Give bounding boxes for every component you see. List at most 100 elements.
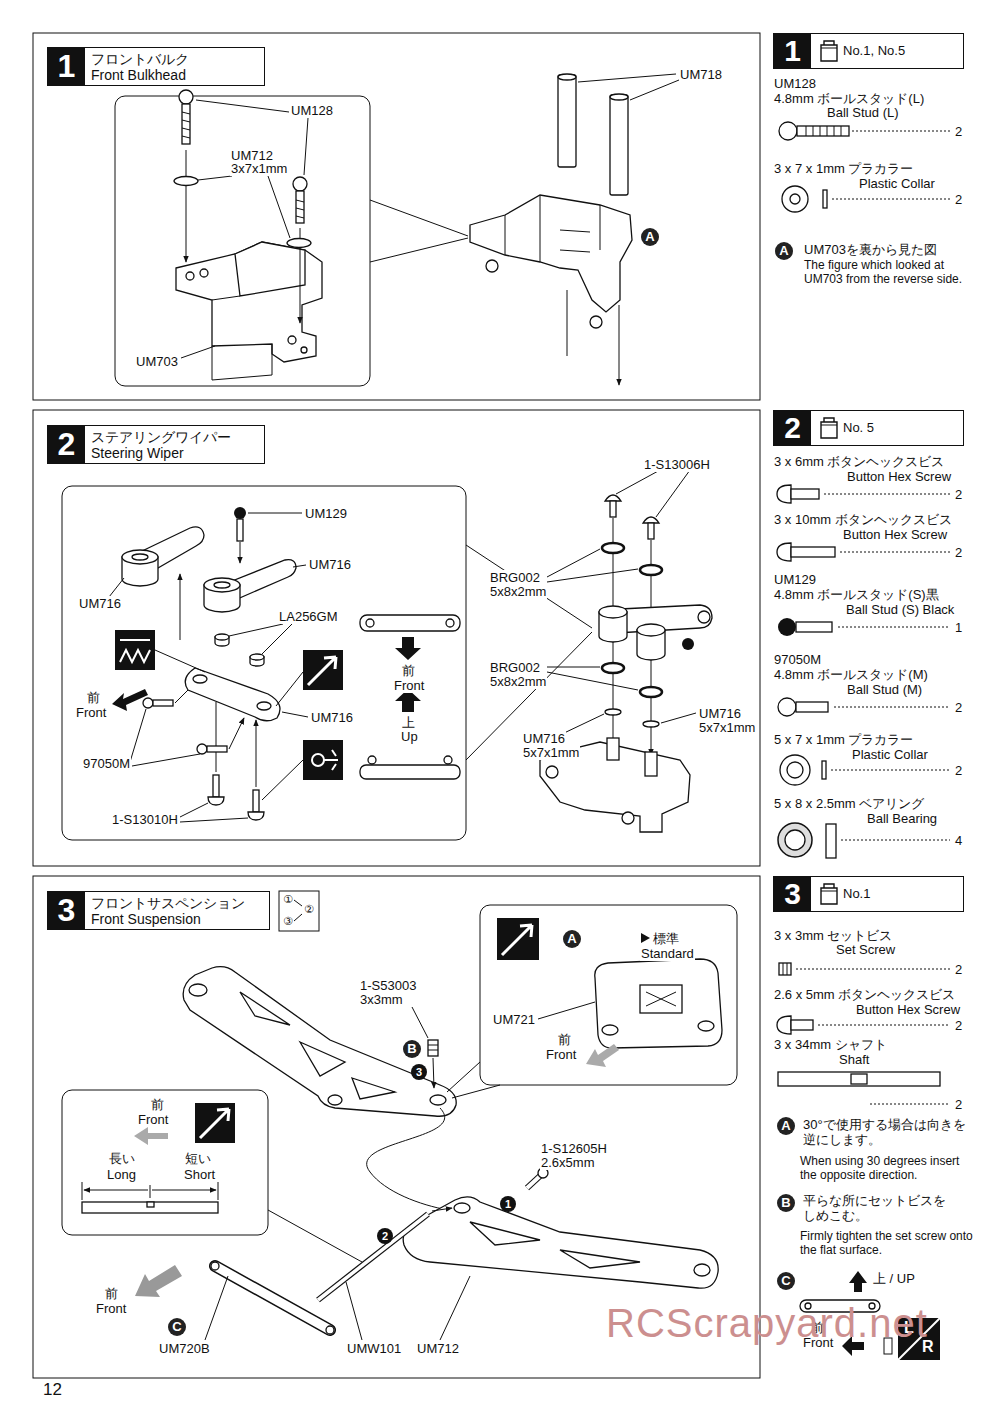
post [558, 75, 576, 167]
post-top [610, 94, 628, 100]
part-label: UMW101 [346, 1341, 402, 1356]
arm-mount [595, 959, 722, 1048]
part-label: UM129 [304, 506, 348, 521]
thread [783, 963, 787, 975]
part-label: Ball Stud (L) [826, 105, 900, 120]
order-number: ③ [283, 915, 293, 927]
quantity-line [796, 969, 950, 970]
part-label: 2 [954, 1097, 963, 1112]
direction-icon [303, 650, 343, 690]
bearing [602, 543, 624, 553]
front-arrow [586, 1044, 619, 1067]
part-label: Ball Stud (S) Black [845, 602, 955, 617]
step-title-box: 2ステアリングワイパー Steering Wiper [47, 425, 265, 464]
ball-stud-icon [779, 122, 797, 140]
ball-stud [153, 700, 173, 706]
inset-pointer [268, 1210, 362, 1262]
side-view [360, 765, 460, 779]
part-label: 2 [954, 700, 963, 715]
steering-link [185, 668, 280, 721]
part-label: 1-S12605H [540, 1141, 608, 1156]
screw-icon [791, 1020, 813, 1030]
step-title: フロントサスペンション Front Suspension [85, 892, 269, 929]
detail-inset [115, 96, 370, 386]
bulkhead-block [235, 242, 305, 296]
leader-line [578, 74, 679, 100]
part-label: Ball Stud (M) [846, 682, 923, 697]
part-label: 3 x 7 x 1mm プラカラー [773, 161, 914, 176]
collar [287, 239, 311, 248]
tighten-icon [324, 750, 338, 770]
part-label: UM716 [310, 710, 354, 725]
pivot [430, 1095, 446, 1105]
screw [253, 790, 259, 812]
bearing-icon [826, 824, 836, 858]
bag-icon [821, 425, 837, 426]
mark-plate [640, 985, 682, 1013]
part-label: 5 x 8 x 2.5mm ベアリング [773, 796, 925, 811]
bearing [640, 565, 662, 575]
part-label: Front [75, 705, 107, 720]
note-text: When using 30 degrees insert the opposit… [799, 1154, 977, 1182]
ball-stud [296, 191, 304, 223]
bag-number: No.1, No.5 [839, 34, 911, 68]
post [610, 95, 628, 195]
shaft-view [82, 1202, 218, 1213]
part-label: Button Hex Screw [855, 1002, 961, 1017]
part-label: 3x3mm [359, 992, 404, 1007]
assembly-arrow [432, 1208, 452, 1211]
suspension-arm [403, 1197, 718, 1288]
part-label: 2 [954, 763, 963, 778]
collar-icon [782, 186, 808, 212]
part-label: Up [400, 729, 419, 744]
part-label: Plastic Collar [858, 176, 936, 191]
inset-pointer [447, 1062, 500, 1098]
step-number: 1 [48, 48, 85, 85]
screw-icon [791, 547, 835, 557]
bulkhead-edge [212, 296, 272, 380]
order-number: ① [283, 893, 293, 905]
screw [208, 797, 224, 805]
callout-letter: C [168, 1318, 186, 1336]
bag-icon [821, 41, 837, 61]
quantity-line [840, 552, 950, 553]
parts-bag-header: 3No.1 [773, 876, 964, 912]
part-label: 1 [954, 620, 963, 635]
page-number: 12 [42, 1380, 63, 1400]
callout-number: 2 [377, 1228, 393, 1244]
screw [605, 495, 621, 501]
front-arrow [135, 1265, 182, 1297]
assembly-arrow [186, 150, 187, 262]
part-label: Standard [640, 946, 695, 961]
hole [193, 675, 207, 683]
part-label: 5x8x2mm [489, 584, 547, 599]
quantity-line [841, 840, 950, 841]
part-label: 3x7x1mm [230, 161, 288, 176]
collar-icon [823, 190, 827, 208]
part-label: 3 x 10mm ボタンヘックスビス [773, 512, 953, 527]
step-title-box: 3フロントサスペンション Front Suspension [47, 891, 270, 930]
side-view [444, 756, 452, 764]
hole [186, 272, 194, 280]
part-label: UM716 [308, 557, 352, 572]
mark-plate [646, 992, 676, 1006]
ball-stud-icon [797, 126, 849, 136]
detail-inset [62, 1090, 268, 1235]
step-number: 2 [774, 411, 811, 445]
bearing [215, 634, 229, 640]
ball-stud [546, 766, 558, 778]
hole [211, 1262, 219, 1270]
screw [527, 1176, 540, 1188]
part-label: Shaft [838, 1052, 870, 1067]
shaft [318, 1214, 428, 1300]
part-label: 2 [954, 545, 963, 560]
hole [288, 336, 296, 344]
screw [643, 517, 659, 523]
leader-line [205, 1276, 470, 1340]
part-label: 1-S13006H [643, 457, 711, 472]
part-label: UM128 [290, 103, 334, 118]
ball-stud [143, 698, 153, 708]
step-number: 1 [774, 34, 811, 68]
quantity-line [831, 770, 950, 771]
part-label: Long [106, 1167, 137, 1182]
